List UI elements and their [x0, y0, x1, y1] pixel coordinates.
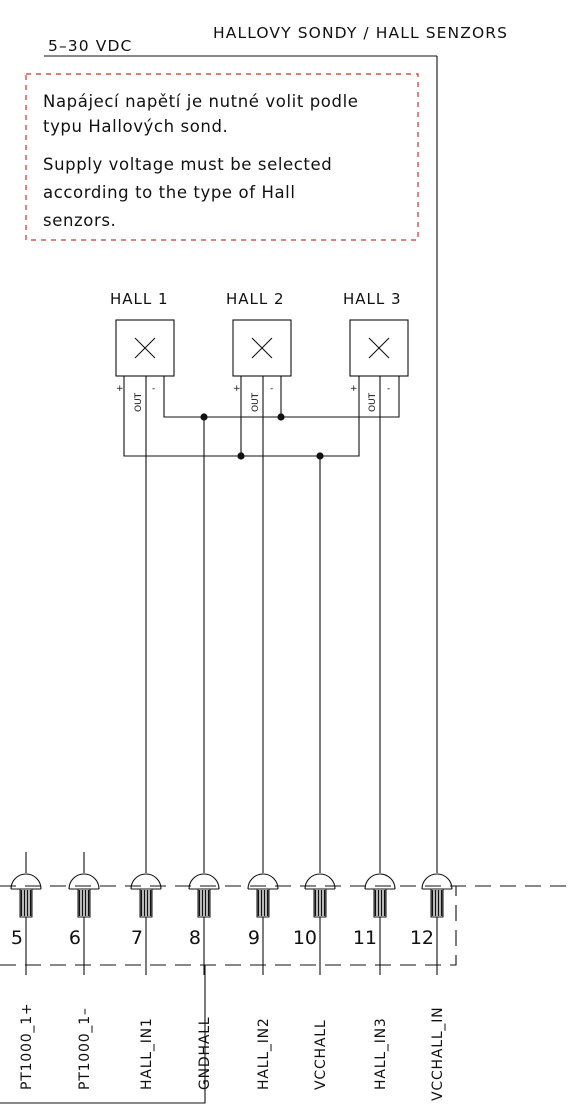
terminal-7: 7	[130, 873, 162, 965]
note-en-line-3: senzors.	[43, 211, 116, 230]
terminal-number: 7	[131, 927, 143, 949]
signal-label: PT1000_1+	[19, 1003, 35, 1090]
pin-out-label: OUT	[368, 392, 378, 412]
terminal-strip: 5 6 7 8 9 10 11 12	[10, 873, 453, 965]
junction-dot	[277, 413, 285, 421]
junction-dot	[237, 452, 245, 460]
terminal-clamp	[188, 873, 220, 890]
note-cz-line-2: typu Hallových sond.	[43, 117, 228, 136]
pin-plus-label: +	[116, 384, 124, 394]
note-cz-line-1: Napájecí napětí je nutné volit podle	[43, 92, 359, 111]
terminal-clamp	[421, 873, 453, 890]
terminal-number: 10	[293, 927, 317, 949]
terminal-number: 6	[69, 927, 81, 949]
signal-label: HALL_IN1	[139, 1017, 155, 1090]
terminal-clamp	[304, 873, 336, 890]
terminal-5: 5	[10, 873, 42, 965]
gnd-return-wire	[0, 965, 206, 1104]
note-en-line-1: Supply voltage must be selected	[43, 155, 332, 174]
terminal-clamp	[68, 873, 100, 890]
terminal-8: 8	[188, 873, 220, 965]
signal-label: VCCHALL_IN	[430, 1007, 446, 1101]
hall-sensor-2: HALL 2 + OUT -	[226, 290, 292, 412]
signal-label: VCCHALL	[313, 1020, 329, 1090]
terminal-number: 5	[11, 927, 23, 949]
hall-sensor-1: HALL 1 + OUT -	[110, 290, 175, 412]
pin-plus-label: +	[350, 384, 358, 394]
terminal-clamp	[130, 873, 162, 890]
terminal-clamp	[247, 873, 279, 890]
signal-labels: PT1000_1+ PT1000_1– HALL_IN1 GNDHALL HALL_IN…	[19, 965, 446, 1101]
terminal-number: 12	[410, 927, 434, 949]
supply-voltage-label: 5–30 VDC	[48, 37, 132, 55]
hall-sensor-label: HALL 3	[343, 290, 402, 308]
hall-sensors-title: HALLOVY SONDY / HALL SENZORS	[213, 24, 508, 42]
signal-label: HALL_IN2	[256, 1017, 272, 1090]
junction-dot	[316, 452, 324, 460]
terminal-number: 8	[189, 927, 201, 949]
terminal-10: 10	[293, 873, 336, 965]
signal-label: HALL_IN3	[373, 1017, 389, 1090]
pin-plus-label: +	[233, 384, 241, 394]
connector-outline	[0, 886, 457, 966]
pin-minus-label: -	[387, 384, 390, 394]
note-en-line-2: according to the type of Hall	[43, 183, 296, 202]
signal-label: PT1000_1–	[77, 1007, 93, 1090]
terminal-number: 11	[353, 927, 377, 949]
terminal-number: 9	[248, 927, 260, 949]
pin-minus-label: -	[270, 384, 273, 394]
sensor-wiring	[25, 376, 400, 873]
pin-minus-label: -	[152, 384, 155, 394]
junction-dot	[200, 413, 208, 421]
pin-out-label: OUT	[251, 392, 261, 412]
pin-out-label: OUT	[134, 392, 144, 412]
terminal-clamp	[10, 873, 42, 890]
supply-note-box	[25, 73, 419, 241]
hall-sensor-3: HALL 3 + OUT -	[343, 290, 409, 412]
terminal-clamp	[364, 873, 396, 890]
signal-label: GNDHALL	[197, 1017, 213, 1090]
terminal-6: 6	[68, 873, 100, 965]
hall-sensor-label: HALL 1	[110, 290, 169, 308]
hall-sensor-label: HALL 2	[226, 290, 285, 308]
terminal-9: 9	[247, 873, 279, 965]
terminal-11: 11	[353, 873, 396, 965]
terminal-12: 12	[410, 873, 453, 965]
